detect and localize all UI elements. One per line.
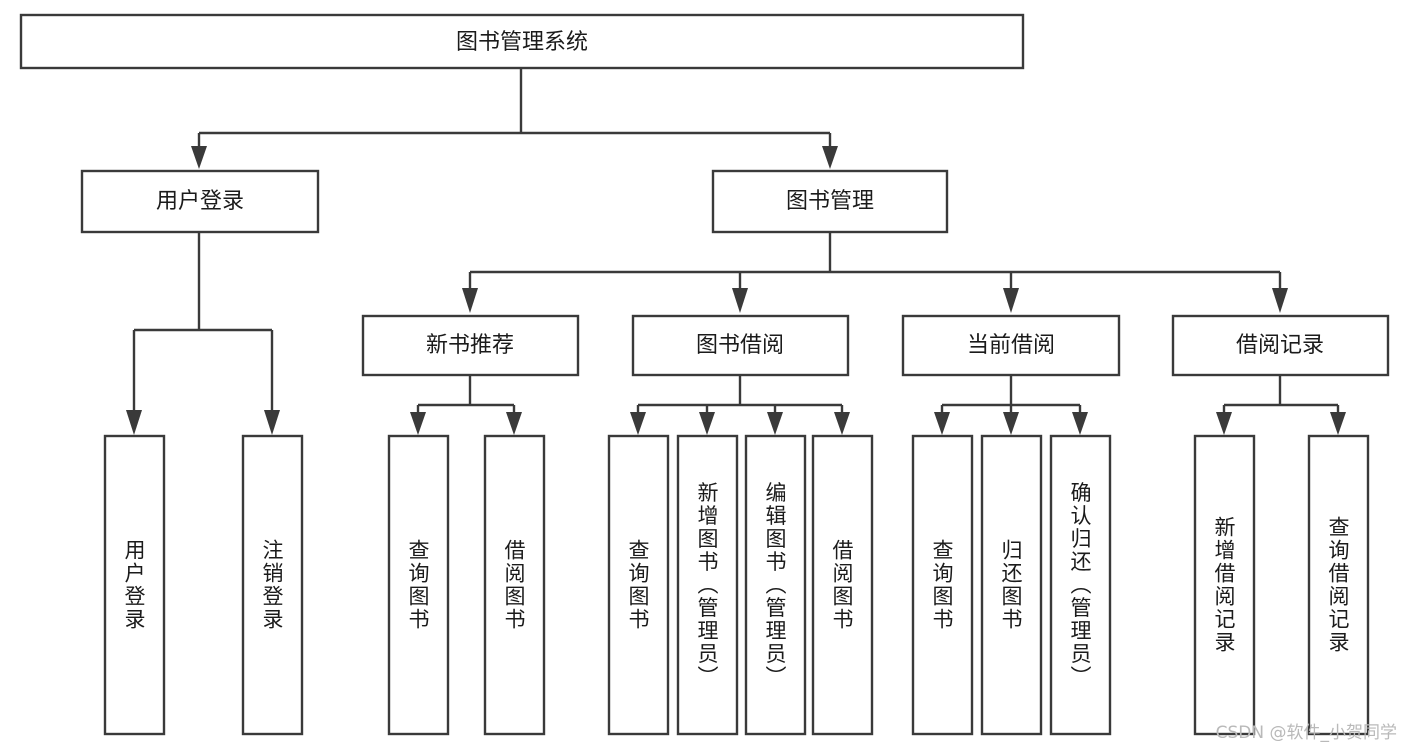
node-leaf-user-login-box[interactable] bbox=[103, 434, 166, 736]
node-leaf-query-book-2[interactable]: 查询图书 bbox=[607, 434, 670, 736]
arrow-head-newbook-0 bbox=[410, 412, 426, 435]
connector-group-book-mgmt bbox=[462, 232, 1288, 313]
node-current-borrow-label: 当前借阅 bbox=[967, 333, 1055, 358]
arrow-head-userlogin-0 bbox=[126, 410, 142, 435]
node-leaf-user-login[interactable]: 用户登录 bbox=[103, 434, 166, 736]
arrow-head-newbook-1 bbox=[506, 412, 522, 435]
node-leaf-borrow-book-1-label: 借阅图书 bbox=[502, 539, 526, 631]
node-root[interactable]: 图书管理系统 bbox=[19, 13, 1025, 70]
node-leaf-logout[interactable]: 注销登录 bbox=[241, 434, 304, 736]
arrow-head-bookmgmt-1 bbox=[732, 288, 748, 313]
node-borrow-record-box[interactable] bbox=[1171, 314, 1390, 377]
node-borrow-record[interactable]: 借阅记录 bbox=[1171, 314, 1390, 377]
arrow-head-currentborrow-2 bbox=[1072, 412, 1088, 435]
node-leaf-query-book-2-label: 查询图书 bbox=[626, 539, 650, 631]
node-leaf-borrow-book-1[interactable]: 借阅图书 bbox=[483, 434, 546, 736]
connector-group-user-login bbox=[126, 232, 280, 435]
node-leaf-confirm-return-label: 确认归还（管理员） bbox=[1068, 482, 1092, 689]
node-leaf-confirm-return[interactable]: 确认归还（管理员） bbox=[1049, 434, 1112, 736]
node-leaf-query-book-3[interactable]: 查询图书 bbox=[911, 434, 974, 736]
node-leaf-return-book-label: 归还图书 bbox=[999, 539, 1023, 631]
arrow-head-bookborrow-2 bbox=[767, 412, 783, 435]
node-leaf-add-book[interactable]: 新增图书（管理员） bbox=[676, 434, 739, 736]
node-new-book-label: 新书推荐 bbox=[426, 333, 514, 358]
node-user-login-box[interactable] bbox=[80, 169, 320, 234]
arrow-head-root-1 bbox=[822, 146, 838, 169]
node-leaf-add-record-box[interactable] bbox=[1193, 434, 1256, 736]
connector-group-root bbox=[191, 68, 838, 169]
connector-group-current-borrow bbox=[934, 375, 1088, 435]
node-leaf-return-book-box[interactable] bbox=[980, 434, 1043, 736]
node-leaf-logout-box[interactable] bbox=[241, 434, 304, 736]
node-current-borrow[interactable]: 当前借阅 bbox=[901, 314, 1121, 377]
arrow-head-currentborrow-1 bbox=[1003, 412, 1019, 435]
node-leaf-query-book-3-label: 查询图书 bbox=[930, 539, 954, 631]
node-leaf-query-book-3-box[interactable] bbox=[911, 434, 974, 736]
connector-group-new-book bbox=[410, 375, 522, 435]
node-leaf-borrow-book-1-box[interactable] bbox=[483, 434, 546, 736]
node-book-borrow-box[interactable] bbox=[631, 314, 850, 377]
arrow-head-bookmgmt-2 bbox=[1003, 288, 1019, 313]
node-leaf-borrow-book-2-box[interactable] bbox=[811, 434, 874, 736]
node-leaf-query-book-2-box[interactable] bbox=[607, 434, 670, 736]
node-leaf-query-record[interactable]: 查询借阅记录 bbox=[1307, 434, 1370, 736]
node-leaf-return-book[interactable]: 归还图书 bbox=[980, 434, 1043, 736]
node-leaf-edit-book-box[interactable] bbox=[744, 434, 807, 736]
node-book-borrow[interactable]: 图书借阅 bbox=[631, 314, 850, 377]
node-leaf-query-book-1-label: 查询图书 bbox=[406, 539, 430, 631]
node-book-mgmt[interactable]: 图书管理 bbox=[711, 169, 949, 234]
node-current-borrow-box[interactable] bbox=[901, 314, 1121, 377]
node-leaf-edit-book[interactable]: 编辑图书（管理员） bbox=[744, 434, 807, 736]
node-leaf-logout-label: 注销登录 bbox=[260, 539, 284, 631]
node-leaf-user-login-label: 用户登录 bbox=[122, 539, 146, 631]
node-book-mgmt-box[interactable] bbox=[711, 169, 949, 234]
node-borrow-record-label: 借阅记录 bbox=[1236, 333, 1324, 358]
node-new-book[interactable]: 新书推荐 bbox=[361, 314, 580, 377]
arrow-head-borrowrecord-1 bbox=[1330, 412, 1346, 435]
connector-group-book-borrow bbox=[630, 375, 850, 435]
node-leaf-confirm-return-box[interactable] bbox=[1049, 434, 1112, 736]
node-book-borrow-label: 图书借阅 bbox=[696, 333, 784, 358]
node-leaf-add-record[interactable]: 新增借阅记录 bbox=[1193, 434, 1256, 736]
arrow-head-bookborrow-3 bbox=[834, 412, 850, 435]
node-leaf-query-record-box[interactable] bbox=[1307, 434, 1370, 736]
node-leaf-add-book-label: 新增图书（管理员） bbox=[695, 482, 719, 689]
node-leaf-borrow-book-2-label: 借阅图书 bbox=[830, 539, 854, 631]
arrow-head-bookmgmt-3 bbox=[1272, 288, 1288, 313]
node-root-label: 图书管理系统 bbox=[456, 30, 588, 55]
node-leaf-query-book-1[interactable]: 查询图书 bbox=[387, 434, 450, 736]
arrow-head-bookmgmt-0 bbox=[462, 288, 478, 313]
node-leaf-query-book-1-box[interactable] bbox=[387, 434, 450, 736]
node-user-login-label: 用户登录 bbox=[156, 189, 244, 214]
node-new-book-box[interactable] bbox=[361, 314, 580, 377]
connector-group-borrow-record bbox=[1216, 375, 1346, 435]
node-leaf-query-record-label: 查询借阅记录 bbox=[1326, 516, 1350, 654]
arrow-head-currentborrow-0 bbox=[934, 412, 950, 435]
node-leaf-add-record-label: 新增借阅记录 bbox=[1212, 516, 1236, 654]
node-leaf-add-book-box[interactable] bbox=[676, 434, 739, 736]
node-user-login[interactable]: 用户登录 bbox=[80, 169, 320, 234]
arrow-head-userlogin-1 bbox=[264, 410, 280, 435]
node-book-mgmt-label: 图书管理 bbox=[786, 189, 874, 214]
node-leaf-borrow-book-2[interactable]: 借阅图书 bbox=[811, 434, 874, 736]
arrow-head-root-0 bbox=[191, 146, 207, 169]
node-leaf-edit-book-label: 编辑图书（管理员） bbox=[763, 482, 787, 689]
arrow-head-bookborrow-0 bbox=[630, 412, 646, 435]
node-root-box[interactable] bbox=[19, 13, 1025, 70]
arrow-head-borrowrecord-0 bbox=[1216, 412, 1232, 435]
arrow-head-bookborrow-1 bbox=[699, 412, 715, 435]
